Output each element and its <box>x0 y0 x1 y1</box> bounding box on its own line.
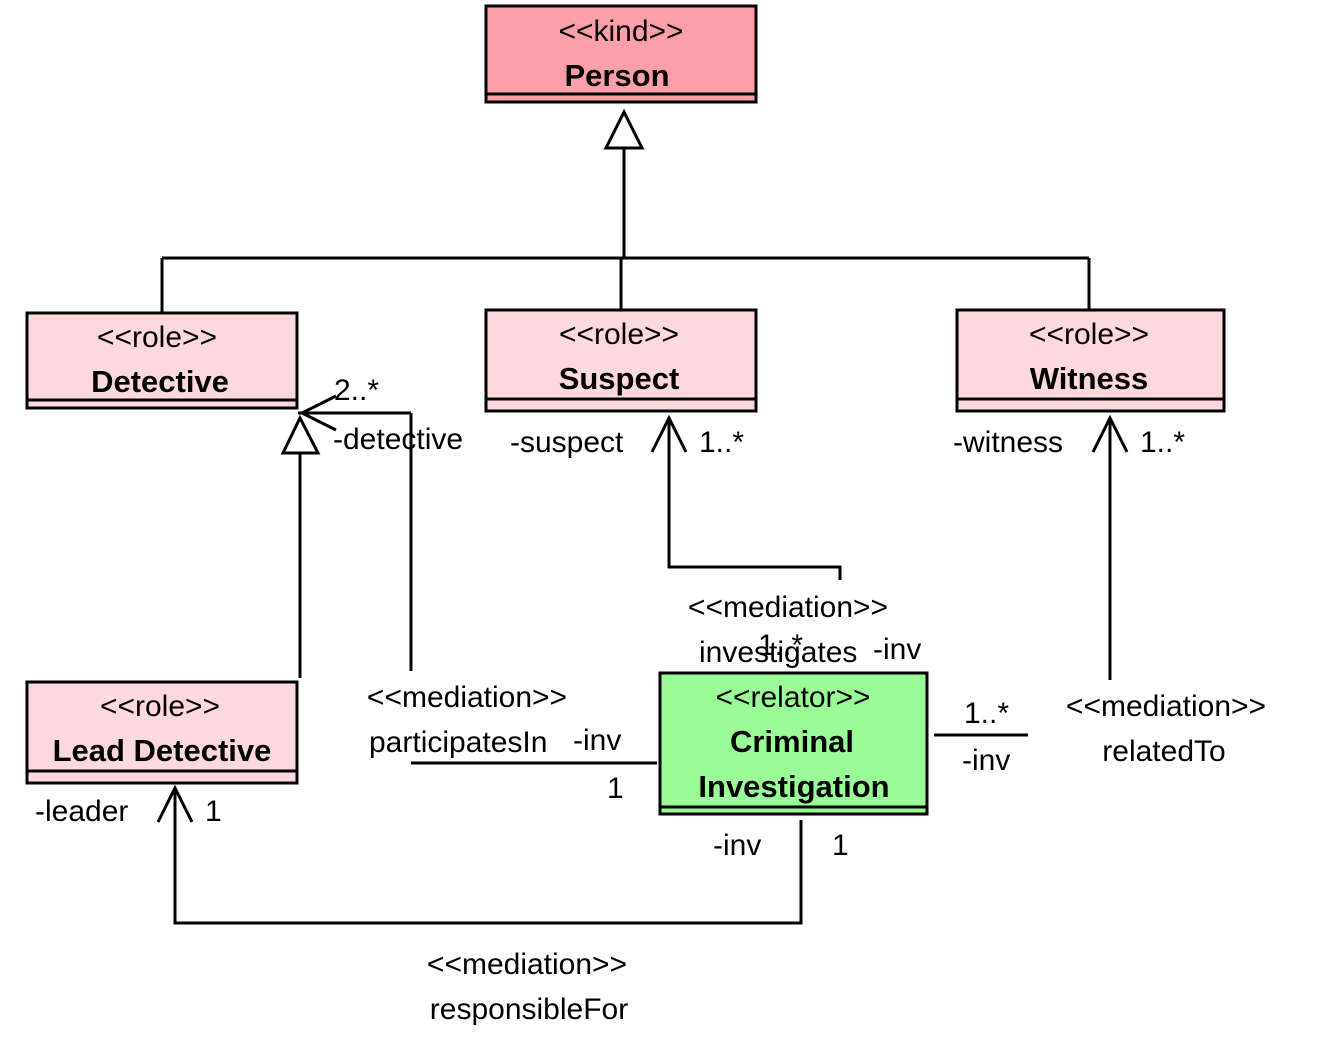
responsible-for-relator-multiplicity: 1 <box>832 829 849 862</box>
class-person-box <box>484 4 758 104</box>
participates-in-target-multiplicity: 2..* <box>334 374 379 407</box>
participates-in-target-role: -detective <box>333 423 463 456</box>
class-person-name: Person <box>564 58 669 93</box>
participates-in-arrowhead-icon <box>298 394 337 432</box>
class-lead-detective-stereotype: <<role>> <box>100 690 220 723</box>
class-detective-stereotype: <<role>> <box>97 321 217 354</box>
class-criminal-investigation-name-line1: Criminal <box>730 724 854 759</box>
participates-in-relator-role: -inv <box>573 724 621 757</box>
class-lead-detective[interactable]: <<role>> Lead Detective <box>25 680 299 785</box>
related-to-relator-role: -inv <box>962 744 1010 777</box>
class-person-stereotype: <<kind>> <box>558 15 683 48</box>
class-criminal-investigation-stereotype: <<relator>> <box>715 681 870 714</box>
class-suspect-name: Suspect <box>559 361 680 396</box>
class-criminal-investigation-name-line2: Investigation <box>698 769 889 804</box>
related-to-target-multiplicity: 1..* <box>1140 426 1185 459</box>
class-witness-stereotype: <<role>> <box>1029 318 1149 351</box>
class-suspect-box <box>484 308 758 413</box>
related-to-stereotype: <<mediation>> <box>1066 690 1266 723</box>
class-suspect[interactable]: <<role>> Suspect <box>484 308 758 413</box>
generalization-arrowhead-icon <box>603 108 645 150</box>
generalization-person <box>160 108 1091 312</box>
class-detective[interactable]: <<role>> Detective <box>25 311 299 410</box>
generalization-lead-arrowhead-icon <box>280 414 321 455</box>
related-to-relator-multiplicity: 1..* <box>964 697 1009 730</box>
responsible-for-arrowhead-icon <box>156 784 194 823</box>
association-participates-in <box>298 394 657 765</box>
participates-in-stereotype: <<mediation>> <box>367 681 567 714</box>
class-detective-name: Detective <box>91 364 229 399</box>
investigates-relator-role: -inv <box>873 633 921 666</box>
class-witness[interactable]: <<role>> Witness <box>955 308 1226 413</box>
related-to-name: relatedTo <box>1102 735 1225 768</box>
investigates-name: investigates <box>699 636 857 669</box>
investigates-target-multiplicity: 1..* <box>699 426 744 459</box>
related-to-target-role: -witness <box>953 426 1063 459</box>
class-criminal-investigation[interactable]: <<relator>> Criminal Investigation <box>658 671 929 816</box>
responsible-for-name: responsibleFor <box>430 993 628 1026</box>
class-lead-detective-name: Lead Detective <box>53 733 272 768</box>
participates-in-name: participatesIn <box>369 726 547 759</box>
class-criminal-investigation-box <box>658 671 929 816</box>
class-lead-detective-box <box>25 680 299 785</box>
responsible-for-stereotype: <<mediation>> <box>427 948 627 981</box>
related-to-arrowhead-icon <box>1091 414 1129 453</box>
responsible-for-target-role: -leader <box>35 795 128 828</box>
investigates-relator-multiplicity: 1..* <box>758 629 803 662</box>
investigates-arrowhead-icon <box>650 414 688 453</box>
association-investigates <box>650 414 842 580</box>
investigates-stereotype: <<mediation>> <box>688 591 888 624</box>
class-detective-box <box>25 311 299 410</box>
participates-in-relator-multiplicity: 1 <box>607 772 624 805</box>
association-related-to <box>934 414 1129 737</box>
generalization-lead-detective <box>280 414 321 678</box>
class-witness-name: Witness <box>1030 361 1149 396</box>
responsible-for-target-multiplicity: 1 <box>205 795 222 828</box>
class-suspect-stereotype: <<role>> <box>559 318 679 351</box>
responsible-for-line <box>173 788 803 925</box>
investigates-target-role: -suspect <box>510 426 624 459</box>
investigates-line <box>667 418 842 580</box>
class-person[interactable]: <<kind>> Person <box>484 4 758 104</box>
responsible-for-relator-role: -inv <box>713 829 761 862</box>
class-witness-box <box>955 308 1226 413</box>
association-responsible-for <box>156 784 803 925</box>
